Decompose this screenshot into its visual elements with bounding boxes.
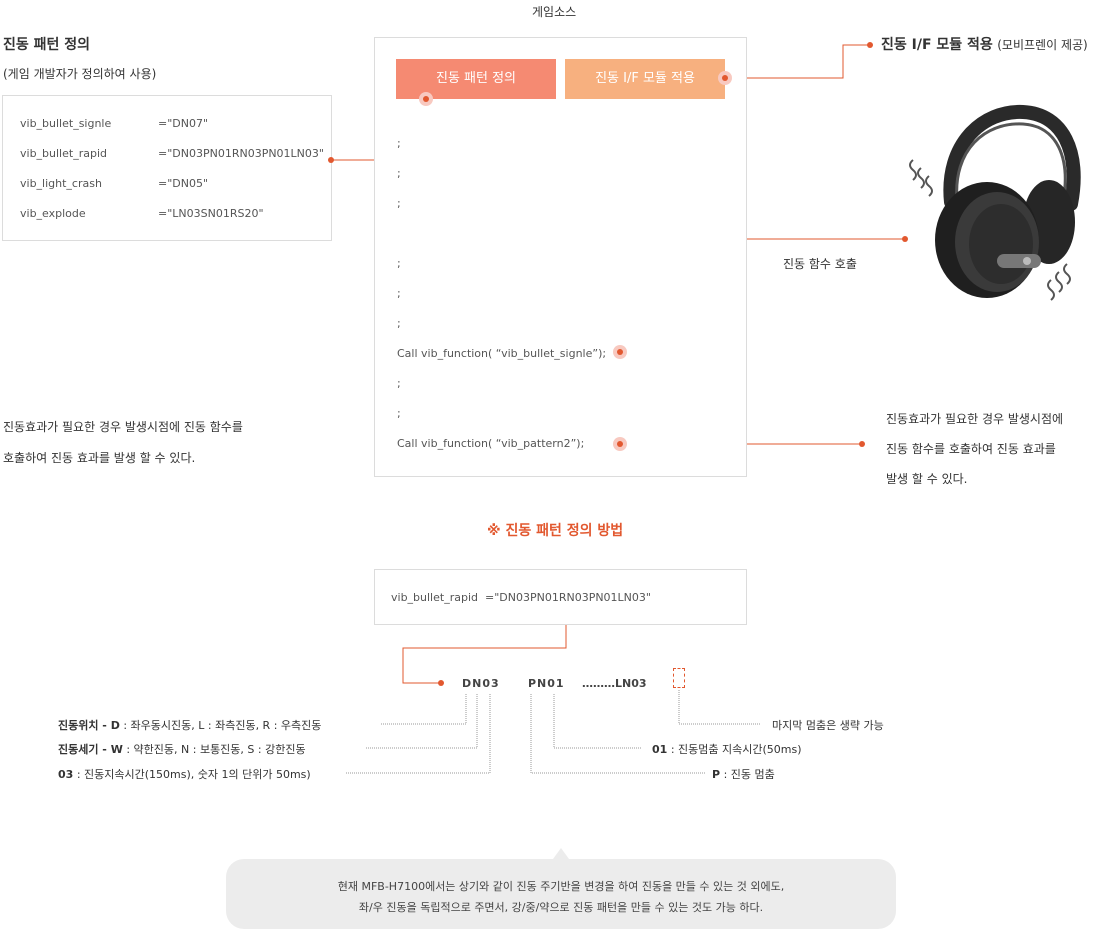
code-line: ; [397,407,401,420]
right-title-bold: 진동 I/F 모듈 적용 [881,37,993,53]
function-call-label: 진동 함수 호출 [783,257,857,271]
game-source-box: 진동 패턴 정의 진동 I/F 모듈 적용 ; ; ; ; ; ; Call v… [374,37,747,477]
duration-label: 03 : 진동지속시간(150ms), 숫자 1의 단위가 50ms) [58,766,311,782]
stop-time-label-rest: : 진동멈춤 지속시간(50ms) [670,743,802,756]
def-value: ="DN07" [158,117,209,130]
right-note-line1: 진동효과가 필요한 경우 발생시점에 [886,412,1064,426]
def-value: ="DN05" [158,177,209,190]
code-line: ; [397,317,401,330]
code-line: ; [397,257,401,270]
apply-module-button[interactable]: 진동 I/F 모듈 적용 [565,59,725,99]
def-name: vib_light_crash [20,177,102,190]
connector-dot [902,236,908,242]
source-label: 게임소스 [532,5,577,19]
token-ln03: ………LN03 [582,677,647,690]
info-bubble: 현재 MFB-H7100에서는 상기와 같이 진동 주기반을 변경을 하여 진동… [226,859,896,929]
info-line2: 좌/우 진동을 독립적으로 주면서, 강/중/약으로 진동 패턴을 만들 수 있… [358,901,764,914]
example-value: ="DN03PN01RN03PN01LN03" [485,591,651,604]
last-stop-label: 마지막 멈춤은 생략 가능 [772,719,884,732]
stop-time-label: 01 : 진동멈춤 지속시간(50ms) [652,741,802,757]
connector-dot [718,71,732,85]
strength-label-bold: 진동세기 - W [58,743,123,756]
code-line: ; [397,377,401,390]
define-pattern-button[interactable]: 진동 패턴 정의 [396,59,556,99]
def-value: ="LN03SN01RS20" [158,207,264,220]
right-title-rest: (모비프렌이 제공) [997,38,1088,52]
token-dn03: DN03 [462,677,500,690]
stop-label-rest: : 진동 멈춤 [723,768,775,781]
position-label-rest: : 좌우동시진동, L : 좌측진동, R : 우측진동 [123,719,322,732]
right-note-line2: 진동 함수를 호출하여 진동 효과를 [886,442,1056,456]
connector-dot [613,345,627,359]
connector-dot [438,680,444,686]
pattern-definition-box: vib_bullet_signle ="DN07" vib_bullet_rap… [2,95,332,241]
example-box: vib_bullet_rapid ="DN03PN01RN03PN01LN03" [374,569,747,625]
code-line: ; [397,167,401,180]
bubble-pointer [553,848,569,859]
left-note-line1: 진동효과가 필요한 경우 발생시점에 진동 함수를 [3,420,243,434]
connector-dot [859,441,865,447]
method-title: ※ 진동 패턴 정의 방법 [487,523,624,539]
position-label-bold: 진동위치 - D [58,719,120,732]
code-line: ; [397,197,401,210]
connector-dot [328,157,334,163]
stop-time-label-bold: 01 [652,743,668,756]
def-value: ="DN03PN01RN03PN01LN03" [158,147,324,160]
left-title: 진동 패턴 정의 [3,37,91,53]
stop-label: P : 진동 멈춤 [712,766,775,782]
code-line: Call vib_function( “vib_bullet_signle”); [397,347,607,360]
strength-label-rest: : 약한진동, N : 보통진동, S : 강한진동 [126,743,306,756]
headphones-image [909,104,1081,301]
left-note-line2: 호출하여 진동 효과를 발생 할 수 있다. [3,451,196,465]
duration-label-bold: 03 [58,768,74,781]
code-line: ; [397,287,401,300]
def-name: vib_bullet_signle [20,117,112,130]
connector-dot [613,437,627,451]
token-pn01: PN01 [528,677,565,690]
stop-label-bold: P [712,768,721,781]
info-line1: 현재 MFB-H7100에서는 상기와 같이 진동 주기반을 변경을 하여 진동… [337,880,785,893]
left-subtitle: (게임 개발자가 정의하여 사용) [3,67,157,81]
def-name: vib_bullet_rapid [20,147,107,160]
connector-dot [867,42,873,48]
def-name: vib_explode [20,207,86,220]
connector-dot [419,92,433,106]
example-name: vib_bullet_rapid [391,591,478,604]
omitted-stop-marker [673,668,685,688]
right-title: 진동 I/F 모듈 적용 (모비프렌이 제공) [881,34,1088,54]
code-line: Call vib_function( “vib_pattern2”); [397,437,585,450]
position-label: 진동위치 - D : 좌우동시진동, L : 좌측진동, R : 우측진동 [58,717,321,733]
code-line: ; [397,137,401,150]
strength-label: 진동세기 - W : 약한진동, N : 보통진동, S : 강한진동 [58,741,306,757]
right-note-line3: 발생 할 수 있다. [886,472,968,486]
duration-label-rest: : 진동지속시간(150ms), 숫자 1의 단위가 50ms) [76,768,311,781]
